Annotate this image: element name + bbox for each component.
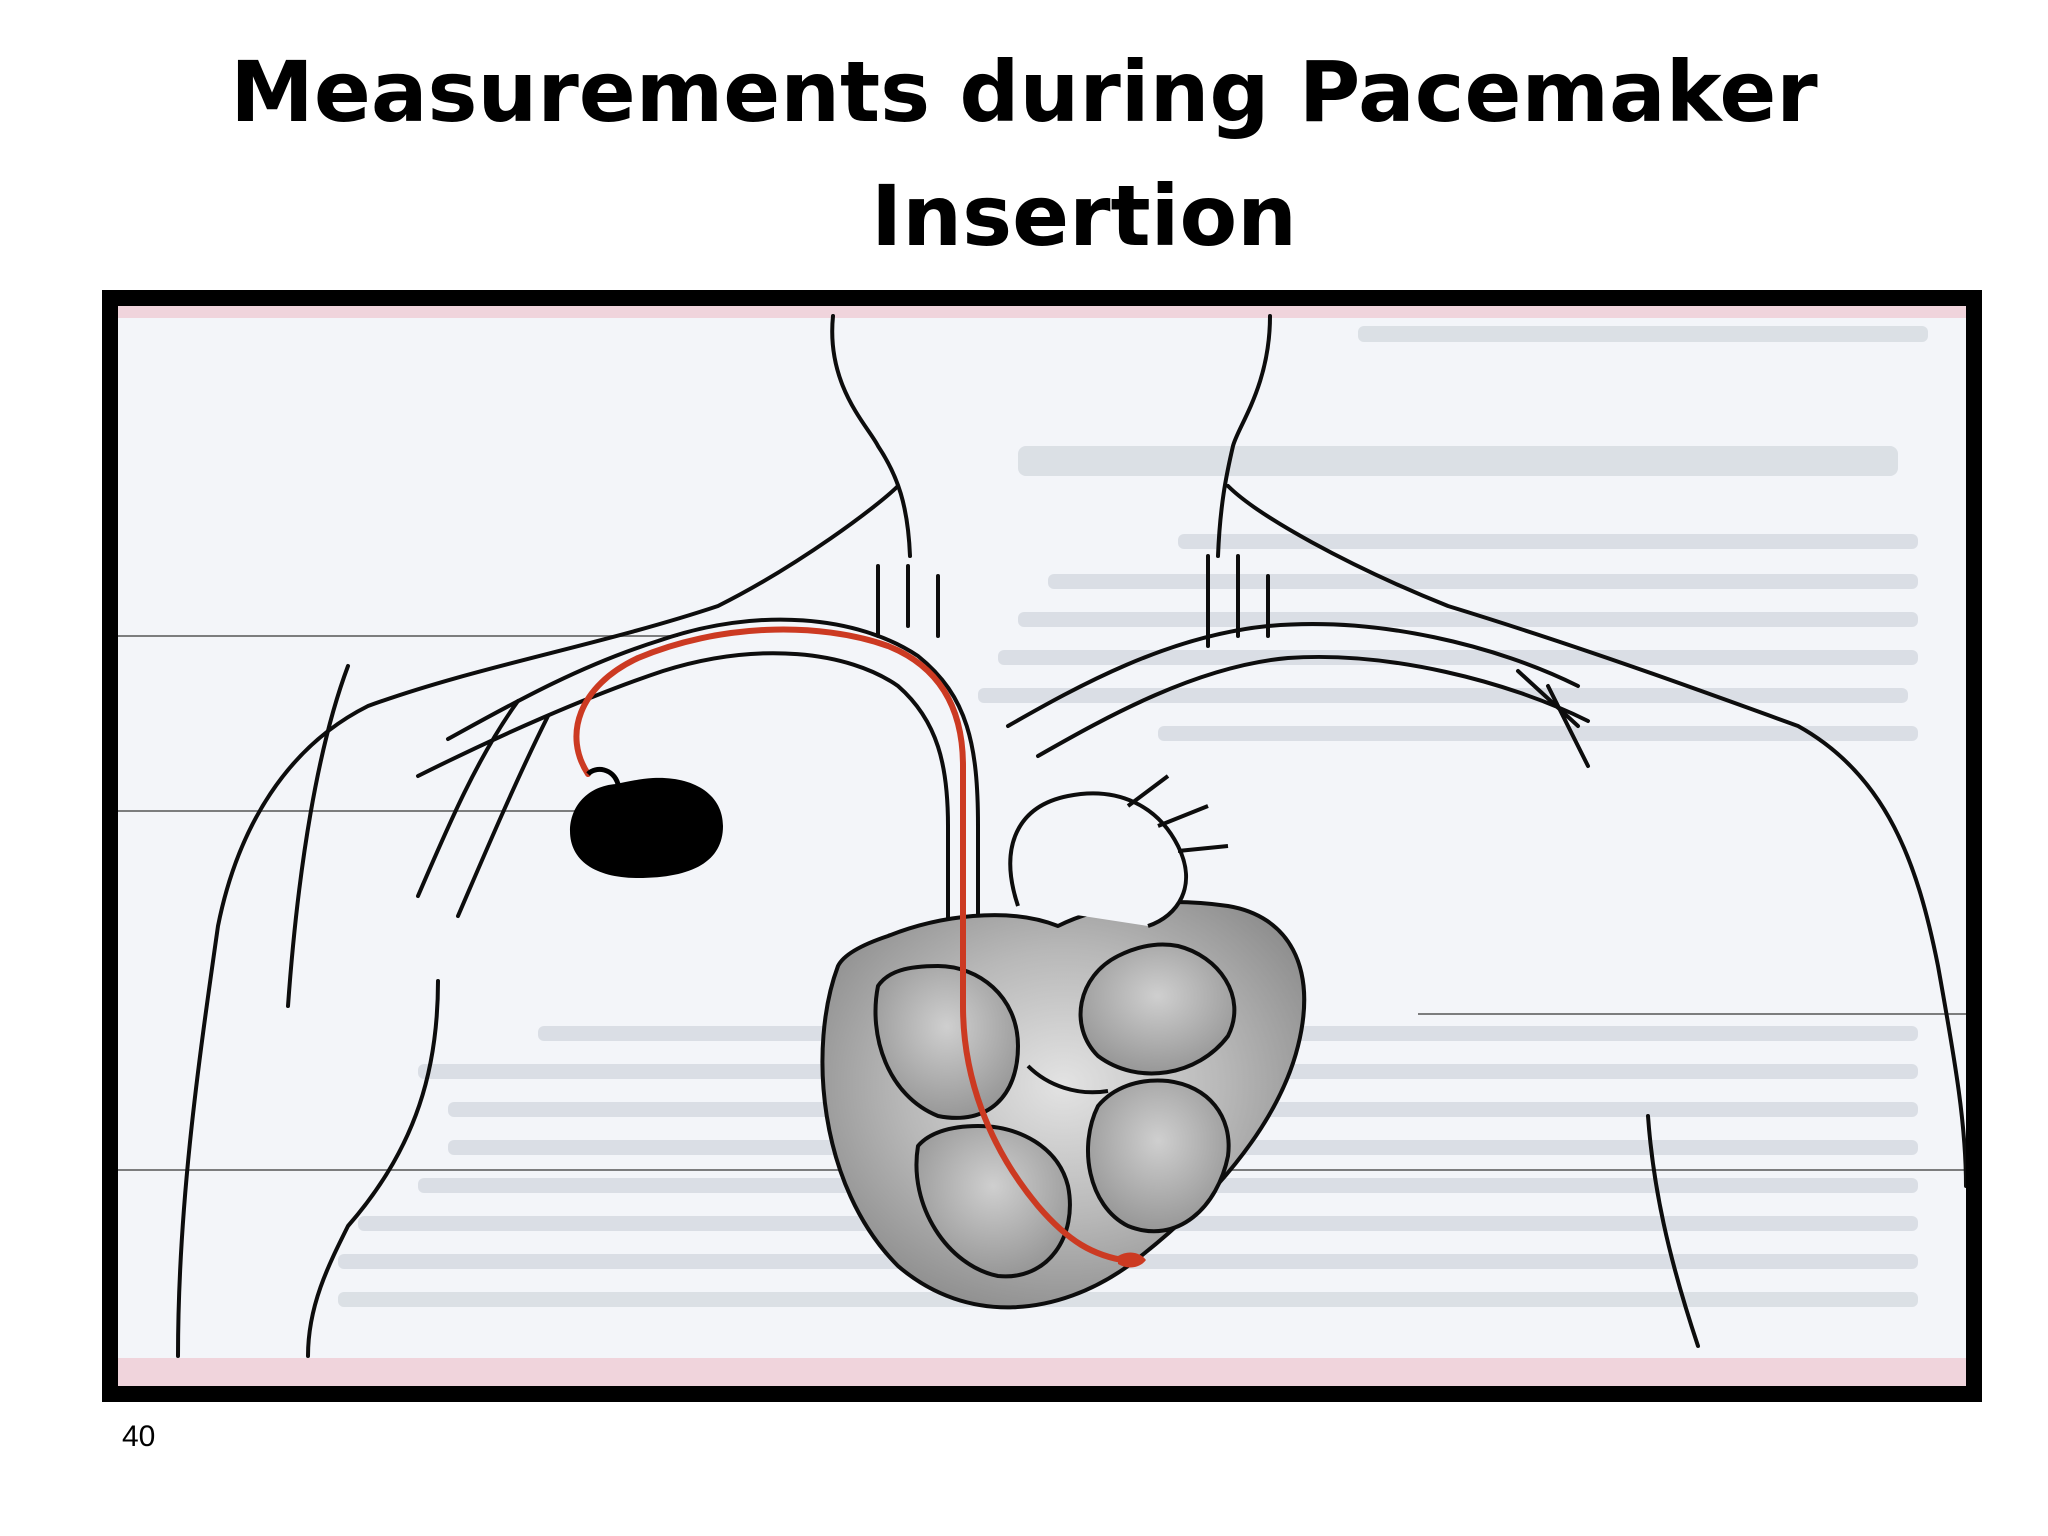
generator-lead-connector [586,766,621,785]
pacemaker-illustration-svg [118,306,1966,1386]
pacemaker-generator [570,777,723,878]
pacemaker-illustration [102,290,1982,1402]
great-vessels [416,554,1590,1088]
aortic-arch [1008,791,1189,928]
paper-top-edge [118,306,1966,318]
slide-title: Measurements during Pacemaker Insertion [0,30,2048,278]
title-line-1: Measurements during Pacemaker [230,43,1818,141]
paper-bottom-edge [118,1358,1966,1386]
page-number: 40 [122,1420,156,1453]
title-line-2: Insertion [871,167,1297,265]
right-atrium-chamber [873,964,1020,1120]
left-ventricle-chamber [1086,1078,1231,1234]
right-ventricle-chamber [914,1124,1072,1279]
torso-outline [176,314,1966,1358]
pacemaker-lead [573,626,1131,1264]
lead-tip [1118,1252,1146,1268]
heart [820,774,1307,1310]
left-atrium-chamber [1078,942,1237,1076]
